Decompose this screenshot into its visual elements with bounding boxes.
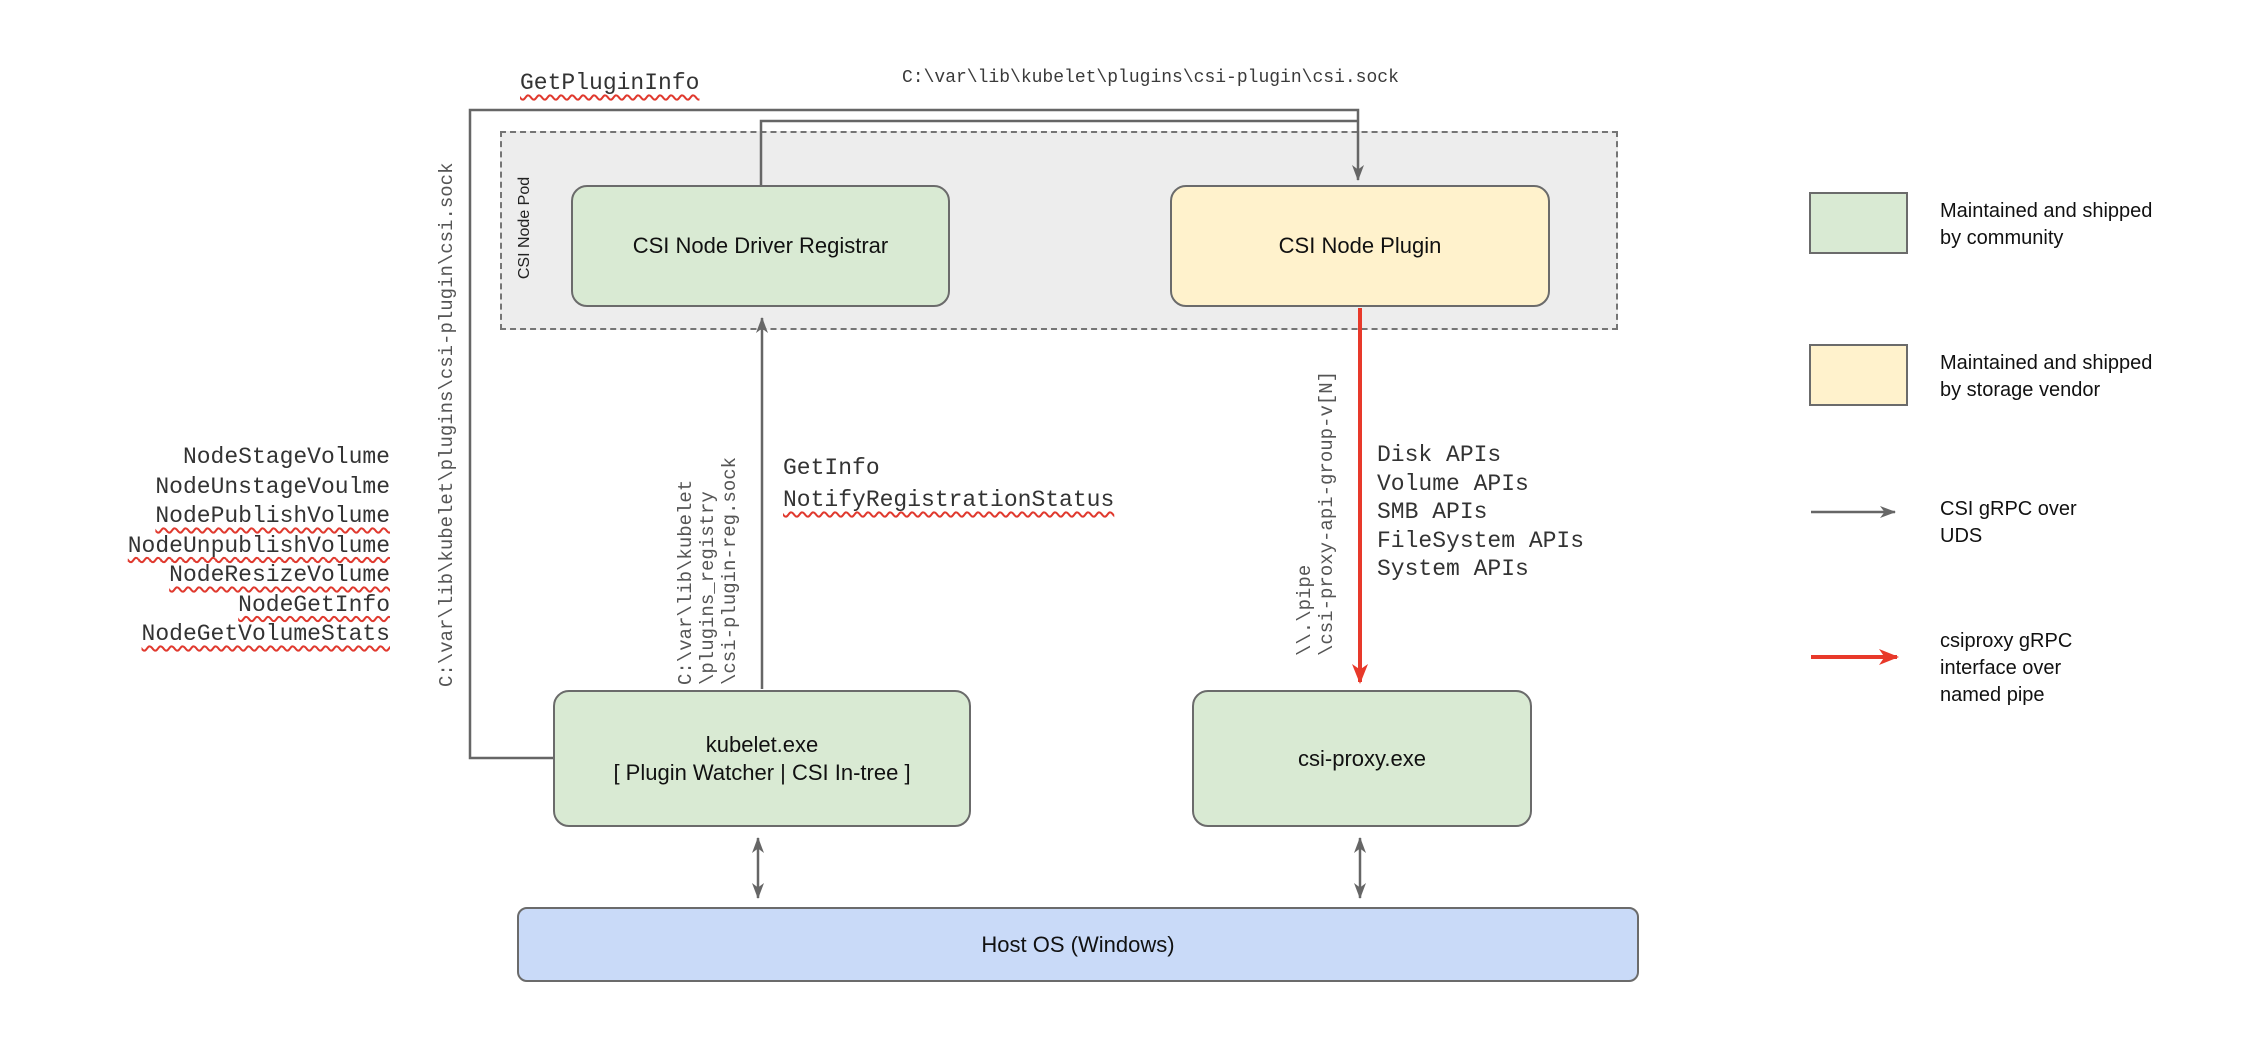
legend-label-community: Maintained and shipped by community xyxy=(1940,198,2152,252)
proxy-api: Volume APIs xyxy=(1377,470,1529,497)
rpc-call: NodeUnpublishVolume xyxy=(127,532,390,559)
legend-vendor-line1: Maintained and shipped xyxy=(1940,352,2153,374)
proxy-api: Disk APIs xyxy=(1377,442,1502,468)
registry-path-line: \plugins_registry xyxy=(697,491,719,685)
node-csi-proxy: csi-proxy.exe xyxy=(1192,690,1532,827)
rpc-call: NodeGetVolumeStats xyxy=(141,621,390,647)
registry-path-line: C:\var\lib\kubelet xyxy=(675,479,697,685)
node-csi-node-driver-registrar: CSI Node Driver Registrar xyxy=(571,185,950,307)
legend-pipe-line2: interface over xyxy=(1940,657,2062,679)
legend-uds-line2: UDS xyxy=(1940,525,1983,547)
legend-pipe-line3: named pipe xyxy=(1940,684,2045,706)
rpc-call: NodePublishVolume xyxy=(155,503,390,529)
rpc-getinfo: GetInfo xyxy=(783,455,880,481)
proxy-api: FileSystem APIs xyxy=(1377,527,1585,554)
host-os-label: Host OS (Windows) xyxy=(981,931,1175,957)
label-named-pipe-vertical: \\.\pipe \csi-proxy-api-group-v[N] xyxy=(1294,370,1338,656)
legend-vendor-line2: by storage vendor xyxy=(1940,379,2101,401)
rpc-call: NodeStageVolume xyxy=(182,444,390,470)
legend-gray-arrow-icon xyxy=(1811,506,1896,518)
node-csi-node-plugin: CSI Node Plugin xyxy=(1170,185,1550,307)
arrow-kubelet-to-plugin xyxy=(468,108,1364,760)
legend-label-vendor: Maintained and shipped by storage vendor xyxy=(1940,350,2152,404)
legend-swatch-community xyxy=(1809,192,1908,254)
kubelet-label-line2: [ Plugin Watcher | CSI In-tree ] xyxy=(613,759,911,785)
plugin-label: CSI Node Plugin xyxy=(1278,233,1442,258)
csi-proxy-label: csi-proxy.exe xyxy=(1298,745,1426,771)
legend-uds-line1: CSI gRPC over xyxy=(1940,498,2077,520)
rpc-call: NodeUnstageVoulme xyxy=(155,473,390,500)
label-registration-socket-vertical: C:\var\lib\kubelet \plugins_registry \cs… xyxy=(675,457,741,685)
label-kubelet-socket-vertical: C:\var\lib\kubelet\plugins\csi-plugin\cs… xyxy=(436,162,458,688)
proxy-api-list: Disk APIs Volume APIs SMB APIs FileSyste… xyxy=(1377,441,1584,584)
node-kubelet: kubelet.exe [ Plugin Watcher | CSI In-tr… xyxy=(553,690,971,827)
legend-swatch-vendor xyxy=(1809,344,1908,406)
pipe-path-line: \\.\pipe xyxy=(1294,564,1316,656)
node-rpc-call-list: NodeStageVolume NodeUnstageVoulme NodePu… xyxy=(60,443,390,650)
legend-pipe-line1: csiproxy gRPC xyxy=(1940,630,2073,652)
legend-red-arrow-icon xyxy=(1811,649,1899,665)
rpc-call: NodeGetInfo xyxy=(238,591,390,618)
kubelet-label-line1: kubelet.exe xyxy=(705,731,819,757)
registrar-rpc-labels: GetInfo NotifyRegistrationStatus xyxy=(783,452,1114,516)
arrow-registrar-to-plugin xyxy=(759,119,1357,186)
label-getplugininfo: GetPluginInfo xyxy=(520,70,700,96)
proxy-api: SMB APIs xyxy=(1377,499,1488,525)
legend-label-named-pipe: csiproxy gRPC interface over named pipe xyxy=(1940,628,2072,709)
rpc-call: NodeResizeVolume xyxy=(169,562,390,588)
legend-community-line1: Maintained and shipped xyxy=(1940,200,2153,222)
registry-path-line: \csi-plugin-reg.sock xyxy=(719,456,741,685)
node-host-os: Host OS (Windows) xyxy=(517,907,1639,982)
registrar-label: CSI Node Driver Registrar xyxy=(632,233,889,258)
rpc-notifyregistrationstatus: NotifyRegistrationStatus xyxy=(783,487,1115,513)
label-csi-sock-path: C:\var\lib\kubelet\plugins\csi-plugin\cs… xyxy=(902,68,1399,88)
legend-community-line2: by community xyxy=(1940,227,2064,249)
legend-label-uds: CSI gRPC over UDS xyxy=(1940,496,2077,550)
proxy-api: System APIs xyxy=(1377,556,1529,582)
pipe-path-line: \csi-proxy-api-group-v[N] xyxy=(1316,370,1338,656)
